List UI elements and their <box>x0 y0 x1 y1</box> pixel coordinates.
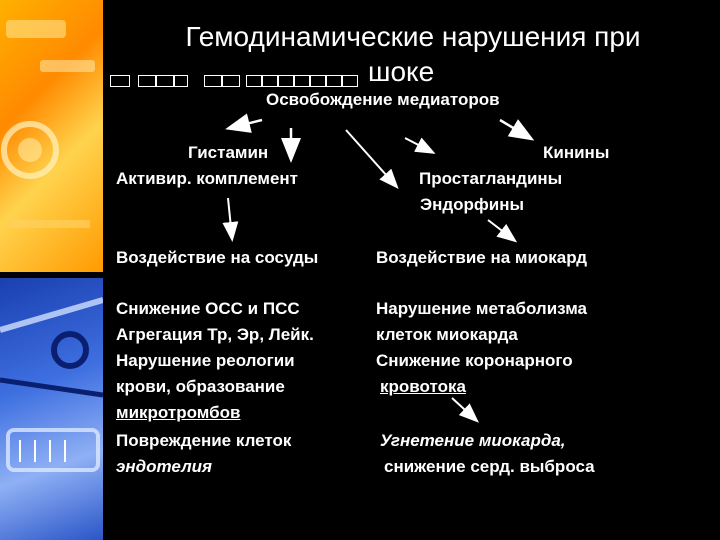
arrow-to-myocard <box>487 219 518 243</box>
kinins-label: Кинины <box>543 143 610 162</box>
mediator-release-heading: Освобождение медиаторов <box>266 90 500 109</box>
myocard-effect-line: кровотока <box>380 377 466 396</box>
vessel-effect-line: Агрегация Тр, Эр, Лейк. <box>116 325 314 344</box>
arrow-diagonal-center <box>345 129 399 189</box>
arrow-to-depression <box>451 397 479 423</box>
arrow-to-histamine <box>225 113 263 133</box>
histamine-label: Гистамин <box>188 143 269 162</box>
decorative-photo-strip <box>0 0 103 540</box>
vessels-effect-heading: Воздействие на сосуды <box>116 248 319 267</box>
myocard-effect-line: Снижение коронарного <box>376 351 573 370</box>
arrow-to-prostaglandins <box>404 137 436 154</box>
vessel-effect-line: Повреждение клеток <box>116 431 292 450</box>
cardiac-output-label: снижение серд. выброса <box>384 457 595 476</box>
myocard-effect-heading: Воздействие на миокард <box>376 248 588 267</box>
slide-title: Гемодинамические нарушения при <box>185 21 641 52</box>
arrow-to-kinins <box>499 118 535 141</box>
slide-title-continuation: шоке <box>368 56 435 87</box>
arrow-to-vessels <box>222 197 239 242</box>
placeholder-glyph-boxes <box>110 75 360 89</box>
prostaglandins-label: Простагландины <box>419 169 563 188</box>
blue-photo-panel <box>0 278 103 540</box>
myocard-effect-line: клеток миокарда <box>376 325 518 344</box>
myocard-effect-line: Нарушение метаболизма <box>376 299 587 318</box>
myocard-depression-label: Угнетение миокарда, <box>380 431 566 450</box>
vessel-effect-line: микротромбов <box>116 403 241 422</box>
vessel-effect-line: эндотелия <box>116 457 213 476</box>
complement-label: Активир. комплемент <box>116 169 299 188</box>
endorphins-label: Эндорфины <box>420 195 525 214</box>
vessel-effect-line: крови, образование <box>116 377 285 396</box>
vessel-effect-line: Снижение ОСС и ПСС <box>116 299 300 318</box>
medical-equipment-illustration <box>0 20 103 472</box>
vessel-effect-line: Нарушение реологии <box>116 351 295 370</box>
strip-divider <box>0 272 103 278</box>
